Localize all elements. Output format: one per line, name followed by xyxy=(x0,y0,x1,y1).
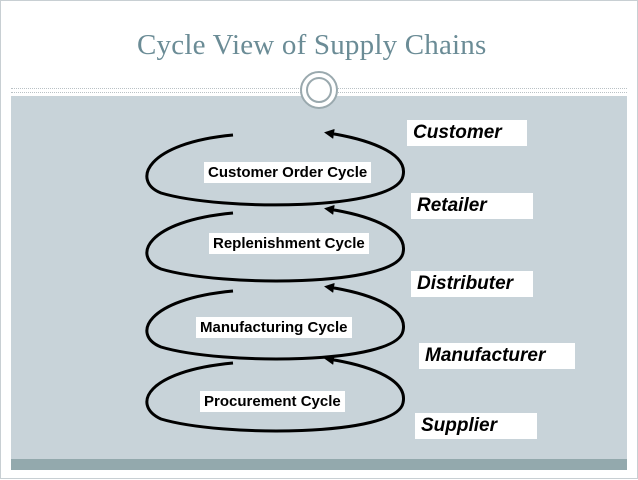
stage-retailer: Retailer xyxy=(411,193,533,219)
ornament-inner-ring xyxy=(306,77,332,103)
cycle-loop-procurement xyxy=(145,354,405,433)
cycle-label-procurement: Procurement Cycle xyxy=(200,391,345,412)
title-ornament-circle-icon xyxy=(300,71,338,109)
cycle-label-manufacturing: Manufacturing Cycle xyxy=(196,317,352,338)
slide-title: Cycle View of Supply Chains xyxy=(137,29,487,61)
cycle-label-replenishment: Replenishment Cycle xyxy=(209,233,369,254)
cycle-loop-customer-order xyxy=(145,128,405,207)
cycle-label-customer-order: Customer Order Cycle xyxy=(204,162,372,183)
cycle-loops xyxy=(145,128,405,433)
cycle-loop-manufacturing xyxy=(145,282,405,361)
stage-customer: Customer xyxy=(407,120,527,146)
cycle-loop-replenishment xyxy=(145,204,405,283)
stage-manufacturer: Manufacturer xyxy=(419,343,575,369)
footer-bar xyxy=(11,459,627,470)
stage-distributer: Distributer xyxy=(411,271,533,297)
stage-supplier: Supplier xyxy=(415,413,537,439)
